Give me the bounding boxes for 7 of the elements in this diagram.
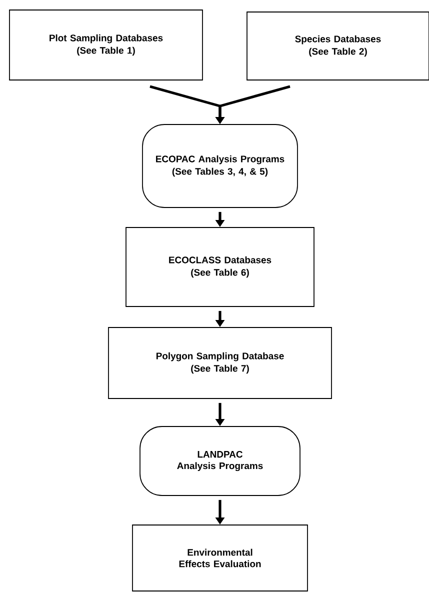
database-box: Plot Sampling Databases (See Table 1) [9,10,203,80]
database-box: Environmental Effects Evaluation [132,524,308,592]
database-box: Polygon Sampling Database (See Table 7) [108,327,332,399]
program-box: LANDPAC Analysis Programs [140,426,300,496]
database-box: Species Databases (See Table 2) [246,12,429,80]
database-box: ECOCLASS Databases (See Table 6) [126,227,314,307]
program-box: ECOPAC Analysis Programs (See Tables 3, 4, & 5) [142,124,298,208]
